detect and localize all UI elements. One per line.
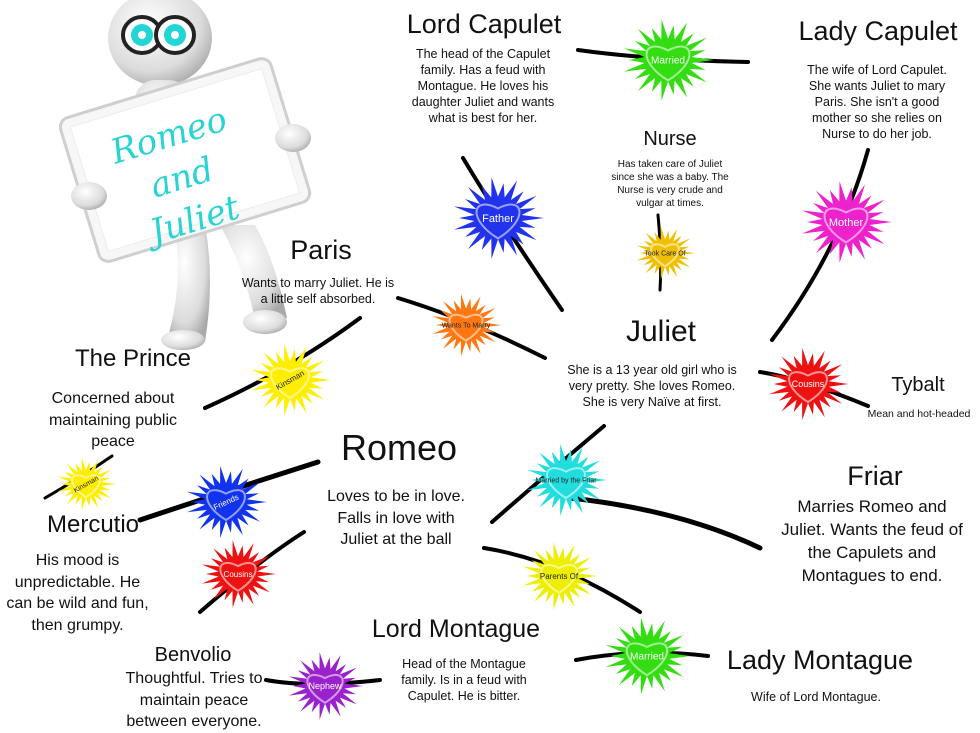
connector-friar-right (567, 495, 763, 551)
lord-montague-desc: Head of the Montague family. Is in a feu… (401, 657, 527, 703)
benvolio-name: Benvolio (154, 644, 232, 666)
badge-label: Cousins (792, 379, 825, 389)
relation-badge-kinsman-mercutio: Kinsman (57, 457, 116, 511)
connector-mother (770, 148, 870, 342)
badge-heart-icon (540, 563, 578, 594)
badge-heart-icon (475, 203, 521, 240)
badge-label: Parents Of (540, 572, 579, 581)
nurse-desc: Has taken care of Juliet since she was a… (611, 159, 729, 209)
badge-heart-icon (219, 561, 257, 592)
paris-desc: Wants to marry Juliet. He is a little se… (241, 276, 395, 306)
badge-heart-icon (448, 313, 484, 342)
badge-label: Mother (829, 217, 864, 229)
badge-heart-icon (650, 243, 680, 268)
relation-badge-cousins-benvolio: Cousins (201, 540, 276, 608)
lord-capulet-name: Lord Capulet (406, 9, 562, 39)
friar-name: Friar (847, 461, 903, 491)
relation-badge-married-capulet: Married (624, 19, 714, 101)
badge-heart-icon (645, 45, 691, 82)
badge-label: Married (651, 56, 685, 67)
romeo-desc: Loves to be in love. Falls in love with … (327, 488, 465, 549)
relation-badge-parents-of: Parents Of (522, 542, 597, 610)
juliet-desc: She is a 13 year old girl who is very pr… (567, 363, 737, 409)
relation-badge-nephew: Nephew (288, 652, 363, 720)
relation-badge-father: Father (454, 177, 544, 259)
relation-badge-kinsman-prince: Kinsman (251, 343, 331, 417)
mercutio-desc: His mood is unpredictable. He can be wil… (6, 552, 149, 634)
relation-badge-wants-to-marry: Wants To Marry (432, 293, 502, 357)
badge-heart-icon (206, 489, 246, 522)
relation-badge-cousins: Cousins (769, 347, 849, 421)
nurse-name: Nurse (643, 128, 697, 150)
juliet-name: Juliet (625, 315, 697, 348)
benvolio-desc: Thoughtful. Tries to maintain peace betw… (125, 670, 263, 731)
lady-montague-desc: Wife of Lord Montague. (751, 690, 881, 704)
mercutio-name: Mercutio (46, 511, 140, 538)
badge-heart-icon (306, 673, 344, 704)
prince-name: The Prince (74, 345, 192, 372)
tybalt-desc: Mean and hot-headed (867, 408, 971, 420)
lord-montague-name: Lord Montague (371, 615, 541, 643)
friar-desc: Marries Romeo and Juliet. Wants the feud… (781, 497, 963, 585)
relation-badge-married-by-friar: Married by the Friar (527, 443, 607, 517)
badge-label: Married by the Friar (535, 477, 597, 484)
badge-label: Father (482, 213, 514, 225)
badge-heart-icon (823, 207, 869, 244)
badge-heart-icon (625, 642, 669, 677)
relation-badge-took-care-of: Took Care Of (636, 226, 695, 280)
lady-capulet-name: Lady Capulet (798, 16, 958, 46)
badge-label: Cousins (224, 570, 253, 579)
paris-name: Paris (290, 235, 352, 265)
badge-label: Nephew (308, 681, 342, 691)
relation-badge-friends: Friends (187, 465, 267, 539)
badge-label: Took Care Of (644, 250, 685, 257)
lady-capulet-desc: The wife of Lord Capulet. She wants Juli… (807, 63, 947, 141)
badge-heart-icon (270, 367, 310, 400)
connector-friar (490, 424, 606, 524)
badge-heart-icon (71, 474, 101, 499)
romeo-name: Romeo (340, 427, 458, 468)
badge-heart-icon (788, 371, 828, 404)
badge-label: Married (630, 652, 664, 663)
figure-illustration (58, 0, 312, 350)
lady-montague-name: Lady Montague (726, 645, 914, 675)
lord-capulet-desc: The head of the Capulet family. Has a fe… (411, 47, 555, 125)
tybalt-name: Tybalt (891, 374, 945, 396)
relation-badge-mother: Mother (802, 181, 892, 263)
badge-label: Wants To Marry (442, 322, 491, 329)
prince-desc: Concerned about maintaining public peace (48, 390, 178, 451)
badge-heart-icon (546, 467, 586, 500)
relation-badge-married-montague: Married (605, 617, 691, 695)
